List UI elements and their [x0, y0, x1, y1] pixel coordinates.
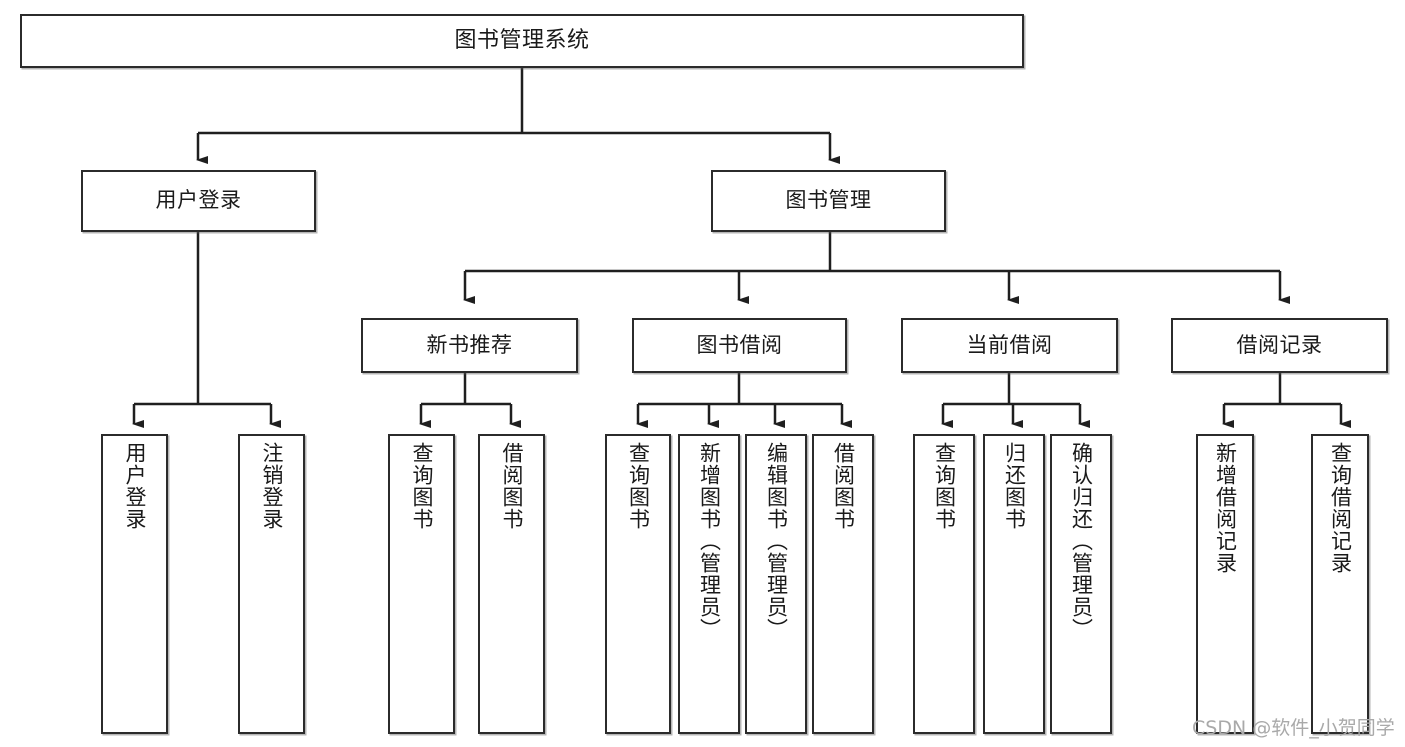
- leaf-add-borrow-record[interactable]: 新增借阅记录: [1196, 434, 1254, 734]
- node-label: 新书推荐: [426, 332, 513, 357]
- leaf-edit-book-admin[interactable]: 编辑图书（管理员）: [745, 434, 807, 734]
- node-label: 图书管理系统: [454, 27, 590, 53]
- node-label: 用户登录: [155, 188, 242, 213]
- node-label: 借阅记录: [1236, 332, 1323, 357]
- node-label: 新增借阅记录: [1213, 442, 1238, 574]
- node-label: 借阅图书: [831, 442, 856, 530]
- leaf-query-book-borrow[interactable]: 查询图书: [605, 434, 671, 734]
- node-label: 用户登录: [122, 442, 147, 530]
- leaf-logout[interactable]: 注销登录: [238, 434, 305, 734]
- node-book-management[interactable]: 图书管理: [711, 170, 946, 232]
- leaf-query-book-rec[interactable]: 查询图书: [388, 434, 455, 734]
- node-current-borrow[interactable]: 当前借阅: [901, 318, 1118, 373]
- leaf-add-book-admin[interactable]: 新增图书（管理员）: [678, 434, 740, 734]
- node-label: 归还图书: [1002, 442, 1027, 530]
- leaf-borrow-book-rec[interactable]: 借阅图书: [478, 434, 545, 734]
- node-label: 注销登录: [259, 442, 284, 530]
- node-borrow-record[interactable]: 借阅记录: [1171, 318, 1388, 373]
- csdn-watermark: CSDN @软件_小贺同学: [1192, 717, 1395, 739]
- node-label: 确认归还（管理员）: [1069, 442, 1094, 640]
- leaf-query-book-current[interactable]: 查询图书: [913, 434, 975, 734]
- node-label: 图书借阅: [696, 332, 783, 357]
- leaf-borrow-book[interactable]: 借阅图书: [812, 434, 874, 734]
- node-label: 图书管理: [785, 188, 872, 213]
- node-user-login[interactable]: 用户登录: [81, 170, 316, 232]
- leaf-return-book[interactable]: 归还图书: [983, 434, 1045, 734]
- node-root-system[interactable]: 图书管理系统: [20, 14, 1024, 68]
- node-label: 查询借阅记录: [1328, 442, 1353, 574]
- node-book-borrow[interactable]: 图书借阅: [632, 318, 847, 373]
- leaf-query-borrow-record[interactable]: 查询借阅记录: [1311, 434, 1369, 734]
- node-label: 查询图书: [409, 442, 434, 530]
- leaf-confirm-return-admin[interactable]: 确认归还（管理员）: [1050, 434, 1112, 734]
- node-label: 借阅图书: [499, 442, 524, 530]
- node-label: 查询图书: [932, 442, 957, 530]
- node-label: 新增图书（管理员）: [697, 442, 722, 640]
- node-label: 当前借阅: [966, 332, 1053, 357]
- leaf-user-login[interactable]: 用户登录: [101, 434, 168, 734]
- node-label: 查询图书: [626, 442, 651, 530]
- node-new-book-recommend[interactable]: 新书推荐: [361, 318, 578, 373]
- node-label: 编辑图书（管理员）: [764, 442, 789, 640]
